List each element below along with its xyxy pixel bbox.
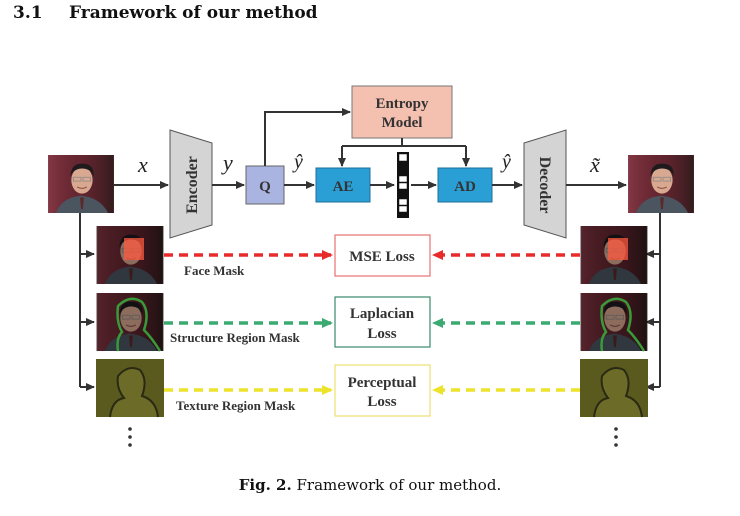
caption-label: Fig. 2. [238,476,292,494]
caption-text: Framework of our method. [296,476,502,494]
face-mask-image-right [580,226,648,284]
symbol-y-hat: ŷ [292,151,303,173]
laplacian-loss-label-line2: Loss [367,326,396,342]
texture-mask-image-right [580,359,648,418]
arithmetic-decoder-block [437,167,493,203]
input-image [48,155,114,213]
section-heading: 3.1 Framework of our method [13,3,318,23]
quantizer-label: Q [259,179,271,195]
decoder-label: Decoder [536,157,553,214]
arrow-q-to-entropy [264,108,351,166]
more-masks-ellipsis-left [128,427,132,447]
structure-mask-image-right [580,293,648,352]
laplacian-loss-box [334,296,431,348]
reconstructed-image [628,155,694,213]
figure-caption: Fig. 2. Framework of our method. [0,476,740,494]
symbol-x: x [137,152,148,177]
symbol-x-tilde: x̃ [589,152,600,177]
perceptual-loss-label-line2: Loss [367,394,396,410]
perceptual-loss-box [334,364,431,417]
entropy-model-label-line1: Entropy [375,96,429,112]
perceptual-loss-label-line1: Perceptual [348,375,417,391]
face-mask-label: Face Mask [184,263,245,278]
encoder-label: Encoder [184,156,201,214]
symbol-y: y [221,150,233,175]
structure-mask-image-left [96,293,164,352]
bitstream-icon [397,152,409,218]
entropy-model-block [351,85,453,139]
decoder-block [523,129,567,239]
structure-mask-label: Structure Region Mask [170,330,301,345]
face-mask-image-left [96,226,164,284]
texture-mask-image-left [96,359,164,418]
mse-loss-label: MSE Loss [349,249,415,265]
section-number: 3.1 [13,3,43,23]
mse-loss-box [334,234,431,277]
encoder-block [169,129,213,239]
texture-mask-label: Texture Region Mask [176,398,296,413]
laplacian-loss-label-line1: Laplacian [350,306,415,322]
arithmetic-decoder-label: AD [454,179,476,195]
section-title: Framework of our method [69,3,318,23]
quantizer-block [245,165,285,205]
symbol-y-hat-2: ŷ [500,151,511,173]
more-masks-ellipsis-right [614,427,618,447]
entropy-model-label-line2: Model [382,115,423,131]
arithmetic-encoder-label: AE [333,179,354,195]
arithmetic-encoder-block [315,167,371,203]
